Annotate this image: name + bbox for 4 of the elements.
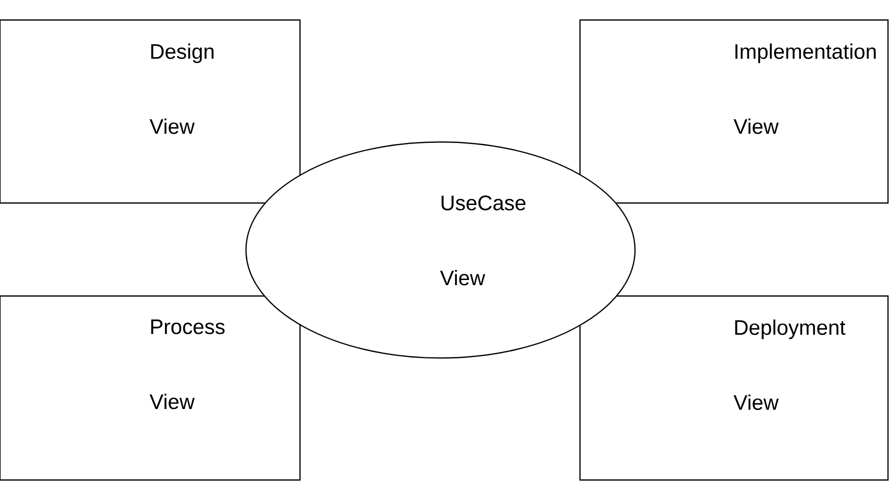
view-box: Deployment View: [579, 295, 889, 481]
view-box: Process View: [0, 295, 301, 481]
view-box: Implementation View: [579, 19, 889, 204]
view-box: Design View: [0, 19, 301, 204]
